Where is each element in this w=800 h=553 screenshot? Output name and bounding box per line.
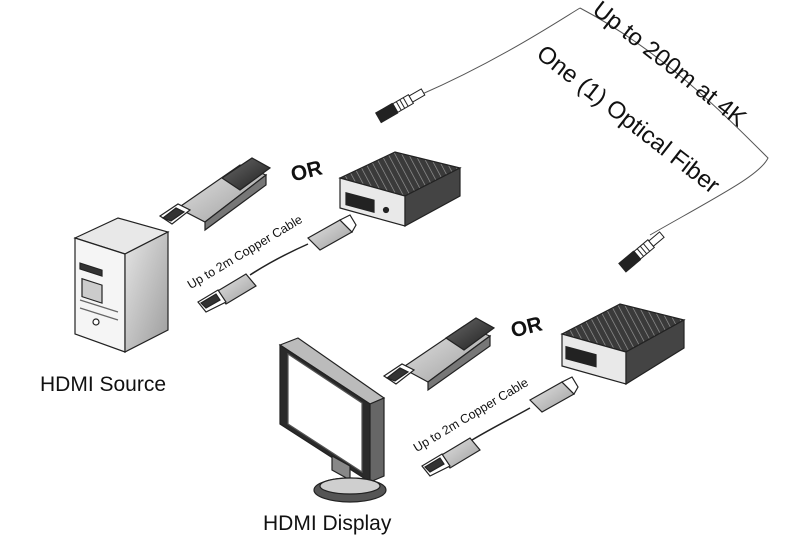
hdmi-dongle-top (158, 157, 272, 232)
fiber-connector-top (375, 88, 426, 124)
hdmi-dongle-bottom (382, 317, 496, 392)
hdmi-source-label: HDMI Source (40, 373, 167, 396)
hdmi-display-label: HDMI Display (263, 512, 392, 535)
copper-cable-top (197, 214, 357, 313)
fiber-connector-bottom (618, 231, 665, 273)
transmitter-box-top (338, 151, 462, 228)
monitor-icon (278, 337, 387, 503)
copper-cable-bottom (421, 376, 579, 477)
optical-fiber-cable (419, 7, 769, 236)
receiver-box-bottom (560, 303, 686, 386)
pc-tower-icon (73, 217, 170, 353)
